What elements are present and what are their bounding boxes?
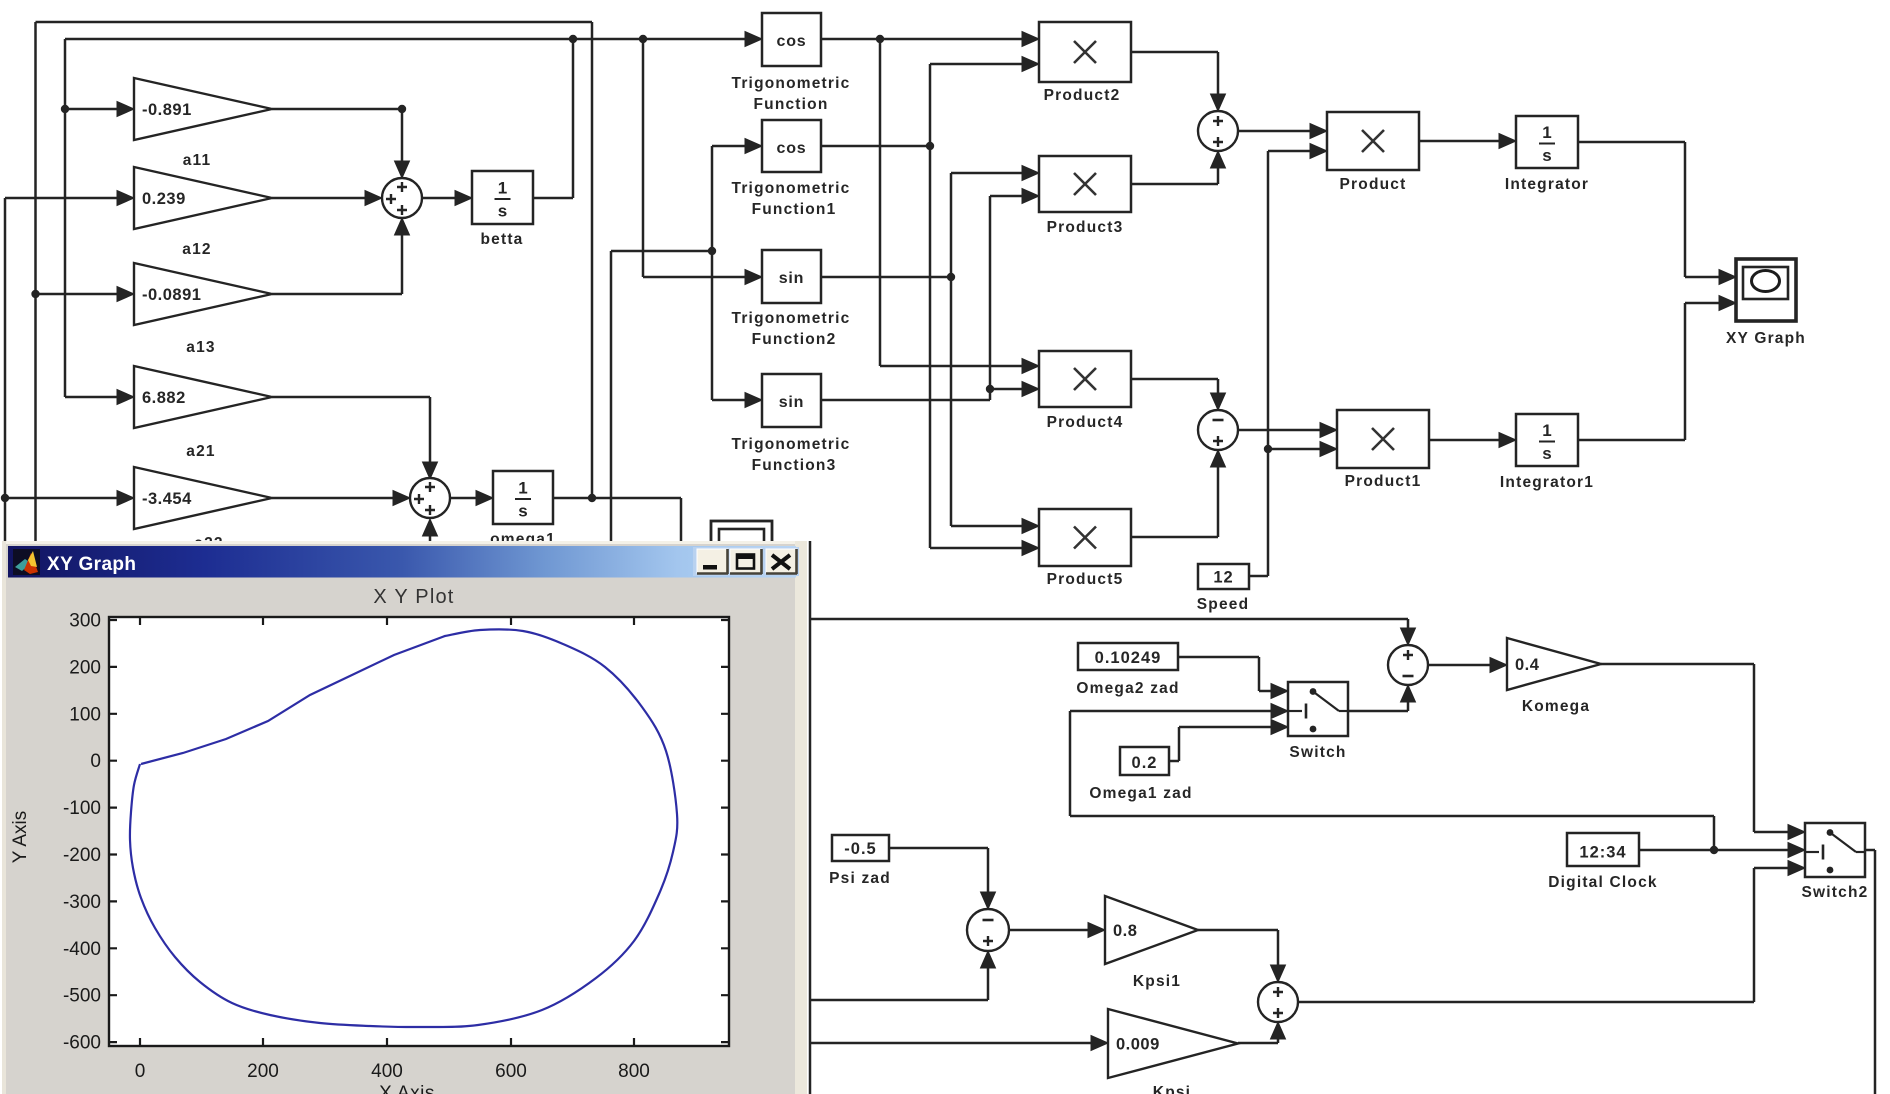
svg-text:Product5: Product5 bbox=[1047, 571, 1124, 588]
svg-text:400: 400 bbox=[371, 1061, 403, 1082]
svg-text:a21: a21 bbox=[186, 443, 215, 460]
svg-text:s: s bbox=[1542, 444, 1551, 463]
svg-text:0.2: 0.2 bbox=[1132, 754, 1158, 772]
svg-text:1: 1 bbox=[498, 179, 507, 198]
svg-text:Function2: Function2 bbox=[752, 331, 837, 348]
svg-text:0.239: 0.239 bbox=[142, 190, 186, 208]
svg-text:-600: -600 bbox=[63, 1033, 101, 1054]
svg-text:0: 0 bbox=[135, 1061, 146, 1082]
svg-text:a13: a13 bbox=[186, 339, 215, 356]
svg-text:12: 12 bbox=[1213, 569, 1233, 587]
svg-text:0.009: 0.009 bbox=[1116, 1036, 1160, 1054]
svg-text:1: 1 bbox=[1542, 123, 1551, 142]
svg-text:-100: -100 bbox=[63, 798, 101, 819]
svg-text:Psi zad: Psi zad bbox=[829, 870, 891, 887]
svg-text:Omega1 zad: Omega1 zad bbox=[1089, 785, 1192, 802]
svg-text:cos: cos bbox=[777, 140, 807, 157]
svg-text:XY Graph: XY Graph bbox=[47, 554, 136, 575]
svg-text:Trigonometric: Trigonometric bbox=[732, 436, 851, 453]
svg-text:Trigonometric: Trigonometric bbox=[732, 310, 851, 327]
svg-text:Digital Clock: Digital Clock bbox=[1548, 874, 1657, 891]
svg-text:Switch2: Switch2 bbox=[1802, 884, 1869, 901]
svg-text:Product1: Product1 bbox=[1345, 473, 1422, 490]
svg-text:X Axis: X Axis bbox=[379, 1083, 435, 1094]
svg-text:-400: -400 bbox=[63, 939, 101, 960]
svg-text:Trigonometric: Trigonometric bbox=[732, 75, 851, 92]
svg-text:Speed: Speed bbox=[1197, 596, 1250, 613]
svg-text:Kpsi1: Kpsi1 bbox=[1133, 973, 1181, 990]
svg-text:Product: Product bbox=[1340, 176, 1407, 193]
svg-text:-0.5: -0.5 bbox=[844, 840, 876, 858]
svg-text:Product3: Product3 bbox=[1047, 219, 1124, 236]
svg-text:Switch: Switch bbox=[1289, 744, 1346, 761]
svg-text:XY Graph: XY Graph bbox=[1726, 330, 1806, 347]
svg-text:Omega2 zad: Omega2 zad bbox=[1076, 680, 1179, 697]
svg-text:a11: a11 bbox=[183, 152, 212, 169]
svg-text:Product2: Product2 bbox=[1044, 87, 1121, 104]
svg-text:Y Axis: Y Axis bbox=[10, 811, 31, 863]
svg-text:s: s bbox=[518, 502, 527, 521]
svg-text:0.4: 0.4 bbox=[1515, 656, 1540, 674]
svg-text:800: 800 bbox=[618, 1061, 650, 1082]
svg-text:sin: sin bbox=[779, 270, 805, 287]
svg-text:betta: betta bbox=[480, 231, 523, 248]
svg-text:1: 1 bbox=[518, 479, 527, 498]
svg-text:6.882: 6.882 bbox=[142, 389, 186, 407]
svg-text:Integrator: Integrator bbox=[1505, 176, 1589, 193]
svg-text:200: 200 bbox=[69, 657, 101, 678]
svg-text:Function1: Function1 bbox=[752, 201, 837, 218]
svg-text:-300: -300 bbox=[63, 892, 101, 913]
svg-text:0: 0 bbox=[90, 751, 101, 772]
svg-text:a12: a12 bbox=[182, 241, 211, 258]
svg-text:200: 200 bbox=[247, 1061, 279, 1082]
svg-text:Integrator1: Integrator1 bbox=[1500, 474, 1594, 491]
svg-text:s: s bbox=[498, 202, 507, 221]
svg-text:1: 1 bbox=[1542, 421, 1551, 440]
svg-text:Product4: Product4 bbox=[1047, 414, 1124, 431]
svg-text:300: 300 bbox=[69, 611, 101, 632]
svg-text:-500: -500 bbox=[63, 986, 101, 1007]
svg-text:Function: Function bbox=[753, 96, 828, 113]
svg-text:-3.454: -3.454 bbox=[142, 490, 192, 508]
svg-text:0.10249: 0.10249 bbox=[1095, 649, 1162, 667]
svg-text:sin: sin bbox=[779, 394, 805, 411]
svg-text:X Y Plot: X Y Plot bbox=[373, 586, 454, 608]
svg-text:Kpsi: Kpsi bbox=[1153, 1084, 1191, 1094]
svg-text:-200: -200 bbox=[63, 845, 101, 866]
svg-text:s: s bbox=[1542, 146, 1551, 165]
svg-text:Trigonometric: Trigonometric bbox=[732, 180, 851, 197]
svg-text:-0.0891: -0.0891 bbox=[142, 286, 201, 304]
svg-text:100: 100 bbox=[69, 704, 101, 725]
svg-text:cos: cos bbox=[777, 33, 807, 50]
svg-text:12:34: 12:34 bbox=[1579, 844, 1626, 862]
svg-text:Function3: Function3 bbox=[752, 457, 837, 474]
svg-text:Komega: Komega bbox=[1522, 698, 1590, 715]
svg-text:-0.891: -0.891 bbox=[142, 101, 192, 119]
svg-text:600: 600 bbox=[495, 1061, 527, 1082]
svg-text:0.8: 0.8 bbox=[1113, 922, 1137, 940]
